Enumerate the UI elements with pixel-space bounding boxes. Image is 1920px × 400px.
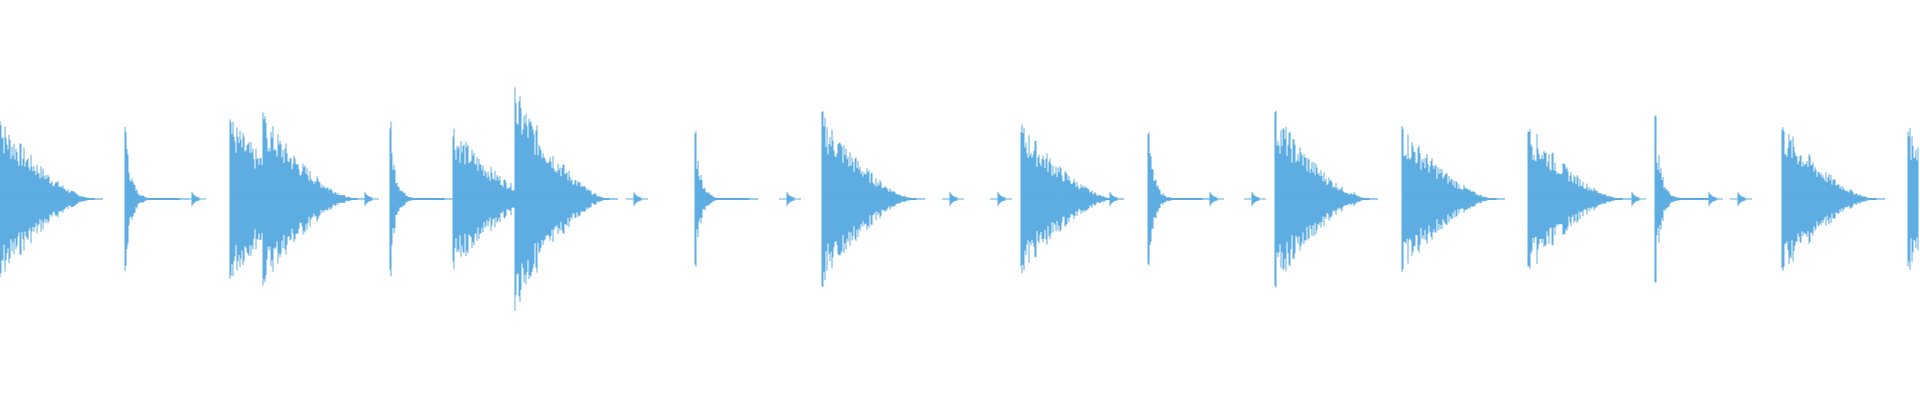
waveform-hit	[1527, 129, 1631, 269]
waveform-tick	[779, 192, 801, 206]
waveform-tick	[1102, 192, 1124, 206]
waveform-hit	[1147, 132, 1211, 266]
waveform-tick	[885, 192, 907, 206]
waveform-tick	[626, 192, 648, 206]
waveform-hit	[389, 121, 453, 277]
waveform-hit	[262, 112, 366, 286]
waveform-tick	[1346, 192, 1368, 206]
waveform-hit	[1781, 127, 1885, 271]
waveform-tick	[942, 192, 964, 206]
waveform-tick	[1244, 192, 1266, 206]
waveform-hit	[821, 111, 925, 287]
waveform-hit	[1401, 126, 1505, 272]
waveform-hit	[124, 126, 188, 272]
waveform-hit	[0, 120, 103, 278]
waveform-tick	[990, 192, 1012, 206]
waveform-hit	[514, 87, 618, 311]
waveform-tick	[1048, 192, 1070, 206]
waveform-tick	[1701, 192, 1723, 206]
waveform-tick	[1202, 192, 1224, 206]
waveform-hit	[1907, 128, 1919, 270]
waveform-tick	[1624, 192, 1646, 206]
waveform-tick	[1730, 192, 1752, 206]
waveform-tick	[184, 192, 206, 206]
waveform-hit	[694, 131, 758, 267]
waveform-tick	[357, 192, 379, 206]
